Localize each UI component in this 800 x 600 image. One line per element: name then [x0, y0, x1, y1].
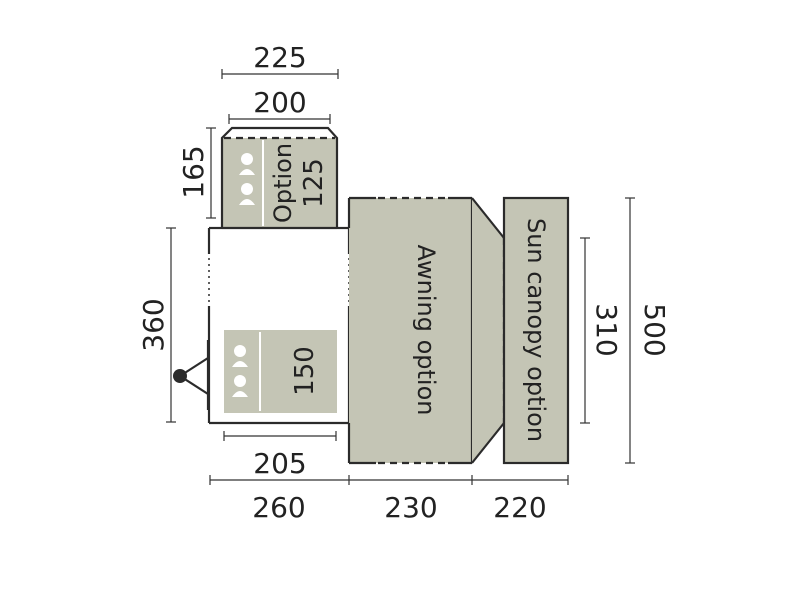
dimension-label-top-inner: 200: [253, 86, 306, 119]
awning-option: Awning option: [347, 196, 474, 465]
dimension-widths-row: 260 230 220: [209, 475, 569, 524]
dimension-label-body-width: 260: [252, 491, 305, 524]
dimension-top-inner: 200: [228, 86, 331, 124]
dimension-canopy-inner: 310: [580, 237, 623, 424]
pillow-divider: [259, 332, 261, 411]
pillow-divider: [262, 140, 264, 226]
dimension-top-outer: 225: [221, 41, 339, 79]
option-bed-label-line2: 125: [299, 158, 329, 208]
option-bed-label-line1: Option: [269, 143, 297, 223]
sun-canopy-option: Sun canopy option: [502, 196, 570, 465]
dimension-label-overall-depth: 500: [638, 303, 671, 356]
dimension-label-canopy-width: 220: [493, 491, 546, 524]
awning-label: Awning option: [412, 245, 440, 416]
dimension-label-canopy-inner: 310: [590, 303, 623, 356]
dimension-bed-width: 205: [223, 431, 337, 480]
dimension-label-top-outer: 225: [253, 41, 306, 74]
dimension-bed-depth: 165: [177, 127, 216, 219]
tow-hitch: [173, 340, 210, 410]
canopy-label: Sun canopy option: [522, 218, 550, 442]
main-bed-label: 150: [290, 346, 320, 396]
main-bed: 150: [224, 330, 337, 413]
option-bed-pod: Option 125: [220, 126, 339, 230]
person-icon: [239, 153, 255, 205]
dimension-overall-depth: 500: [625, 197, 671, 464]
dimension-label-bed-width: 205: [253, 447, 306, 480]
dimension-label-bed-depth: 165: [177, 145, 210, 198]
dimension-body-height: 360: [137, 227, 176, 423]
person-icon: [232, 345, 248, 397]
canopy-connector: [471, 197, 506, 464]
dimension-label-body-height: 360: [137, 298, 170, 351]
dimension-label-awning-width: 230: [384, 491, 437, 524]
